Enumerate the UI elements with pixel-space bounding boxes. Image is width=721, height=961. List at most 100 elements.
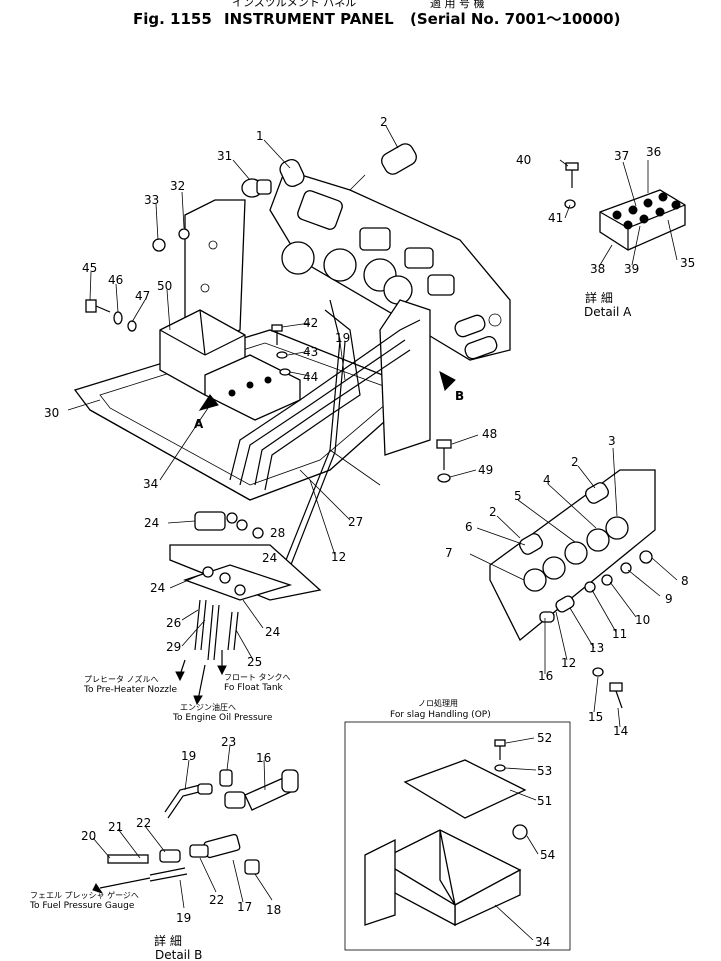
callout-30: 30 <box>44 406 59 420</box>
callout-16: 16 <box>538 669 553 683</box>
callout-45: 45 <box>82 261 97 275</box>
callout-34: 34 <box>143 477 158 491</box>
callout-39: 39 <box>624 262 639 276</box>
oil-note-jp: エンジン油圧へ <box>180 702 236 712</box>
callout-50: 50 <box>157 279 172 293</box>
detail-b-label: Detail B <box>155 948 202 961</box>
callout-20: 20 <box>81 829 96 843</box>
callout-leaders <box>67 125 678 941</box>
callout-54: 54 <box>540 848 555 862</box>
callout-26: 26 <box>166 616 181 630</box>
callout-32: 32 <box>170 179 185 193</box>
callout-24: 24 <box>265 625 280 639</box>
panel-gauges <box>281 190 455 305</box>
applicability-japanese: 適 用 号 機 <box>430 0 485 10</box>
view-a-label: A <box>194 417 204 431</box>
callout-13: 13 <box>589 641 604 655</box>
detail-a-label: Detail A <box>584 305 632 319</box>
detail-a-terminal-block <box>564 162 686 251</box>
pressure-pipes <box>229 299 421 581</box>
figure-number: Fig. 1155 <box>133 10 212 28</box>
detail-b-fittings <box>92 769 299 894</box>
callout-8: 8 <box>681 574 689 588</box>
bolt-45-47 <box>85 228 190 332</box>
fuel-note-en: To Fuel Pressure Gauge <box>29 901 135 911</box>
right-bracket <box>379 299 498 456</box>
callout-49: 49 <box>478 463 493 477</box>
instrument-panel-detail <box>489 469 656 709</box>
callout-19: 19 <box>176 911 191 925</box>
callout-12: 12 <box>561 656 576 670</box>
lower-tubes <box>175 599 239 706</box>
callout-46: 46 <box>108 273 123 287</box>
callout-18: 18 <box>266 903 281 917</box>
callout-10: 10 <box>635 613 650 627</box>
callout-41: 41 <box>548 211 563 225</box>
header-japanese-title: インスツルメント パネル <box>232 0 356 9</box>
callout-6: 6 <box>465 520 473 534</box>
callout-17: 17 <box>237 900 252 914</box>
callout-42: 42 <box>303 316 318 330</box>
serial-range: (Serial No. 7001～10000) <box>410 10 620 28</box>
preheater-note-jp: プレヒータ ノズルへ <box>84 674 159 684</box>
callout-29: 29 <box>166 640 181 654</box>
detail-b-jp: 詳 細 <box>154 933 182 948</box>
callout-2: 2 <box>571 455 579 469</box>
preheater-note-en: To Pre-Heater Nozzle <box>83 685 178 695</box>
slag-note-en: For slag Handling (OP) <box>390 710 491 720</box>
callout-25: 25 <box>247 655 262 669</box>
callout-36: 36 <box>646 145 661 159</box>
callout-19: 19 <box>181 749 196 763</box>
oil-note-en: To Engine Oil Pressure <box>172 713 273 723</box>
callout-44: 44 <box>303 370 318 384</box>
routing-notes: プレヒータ ノズルへ To Pre-Heater Nozzle フロート タンク… <box>29 673 491 911</box>
callout-2: 2 <box>380 115 388 129</box>
callout-33: 33 <box>144 193 159 207</box>
detail-a-jp: 詳 細 <box>585 290 613 305</box>
callout-52: 52 <box>537 731 552 745</box>
callout-53: 53 <box>537 764 552 778</box>
callout-numbers: 1231323345464750424344193034484927122824… <box>44 115 695 949</box>
bolt-48 <box>436 439 452 483</box>
figure-header: インスツルメント パネル Fig. 1155 INSTRUMENT PANEL … <box>133 0 620 28</box>
float-note-jp: フロート タンクへ <box>224 673 291 682</box>
callout-11: 11 <box>612 627 627 641</box>
callout-2: 2 <box>489 505 497 519</box>
callout-34: 34 <box>535 935 550 949</box>
callout-22: 22 <box>209 893 224 907</box>
callout-12: 12 <box>331 550 346 564</box>
callout-5: 5 <box>514 489 522 503</box>
callout-28: 28 <box>270 526 285 540</box>
callout-7: 7 <box>445 546 453 560</box>
callout-1: 1 <box>256 129 264 143</box>
pilot-lamp-assembly <box>279 143 417 191</box>
callout-4: 4 <box>543 473 551 487</box>
float-note-en: Fo Float Tank <box>224 683 284 693</box>
callout-48: 48 <box>482 427 497 441</box>
view-arrows: A B <box>194 371 464 431</box>
callout-16: 16 <box>256 751 271 765</box>
callout-14: 14 <box>613 724 628 738</box>
callout-3: 3 <box>608 434 616 448</box>
callout-31: 31 <box>217 149 232 163</box>
view-b-label: B <box>455 389 464 403</box>
callout-37: 37 <box>614 149 629 163</box>
callout-35: 35 <box>680 256 695 270</box>
detail-captions: 詳 細 Detail A 詳 細 Detail B <box>154 290 632 961</box>
callout-9: 9 <box>665 592 673 606</box>
callout-40: 40 <box>516 153 531 167</box>
fuel-note-jp: フェエル プレッシャ ゲージへ <box>30 890 139 900</box>
callout-27: 27 <box>348 515 363 529</box>
callout-24: 24 <box>262 551 277 565</box>
slag-note-jp: ノロ処理用 <box>418 698 458 708</box>
callout-22: 22 <box>136 816 151 830</box>
callout-21: 21 <box>108 820 123 834</box>
callout-38: 38 <box>590 262 605 276</box>
slag-handling-box <box>344 721 571 951</box>
callout-24: 24 <box>144 516 159 530</box>
knob-31 <box>241 178 272 198</box>
callout-43: 43 <box>303 345 318 359</box>
callout-47: 47 <box>135 289 150 303</box>
nipple-bracket <box>169 511 322 601</box>
